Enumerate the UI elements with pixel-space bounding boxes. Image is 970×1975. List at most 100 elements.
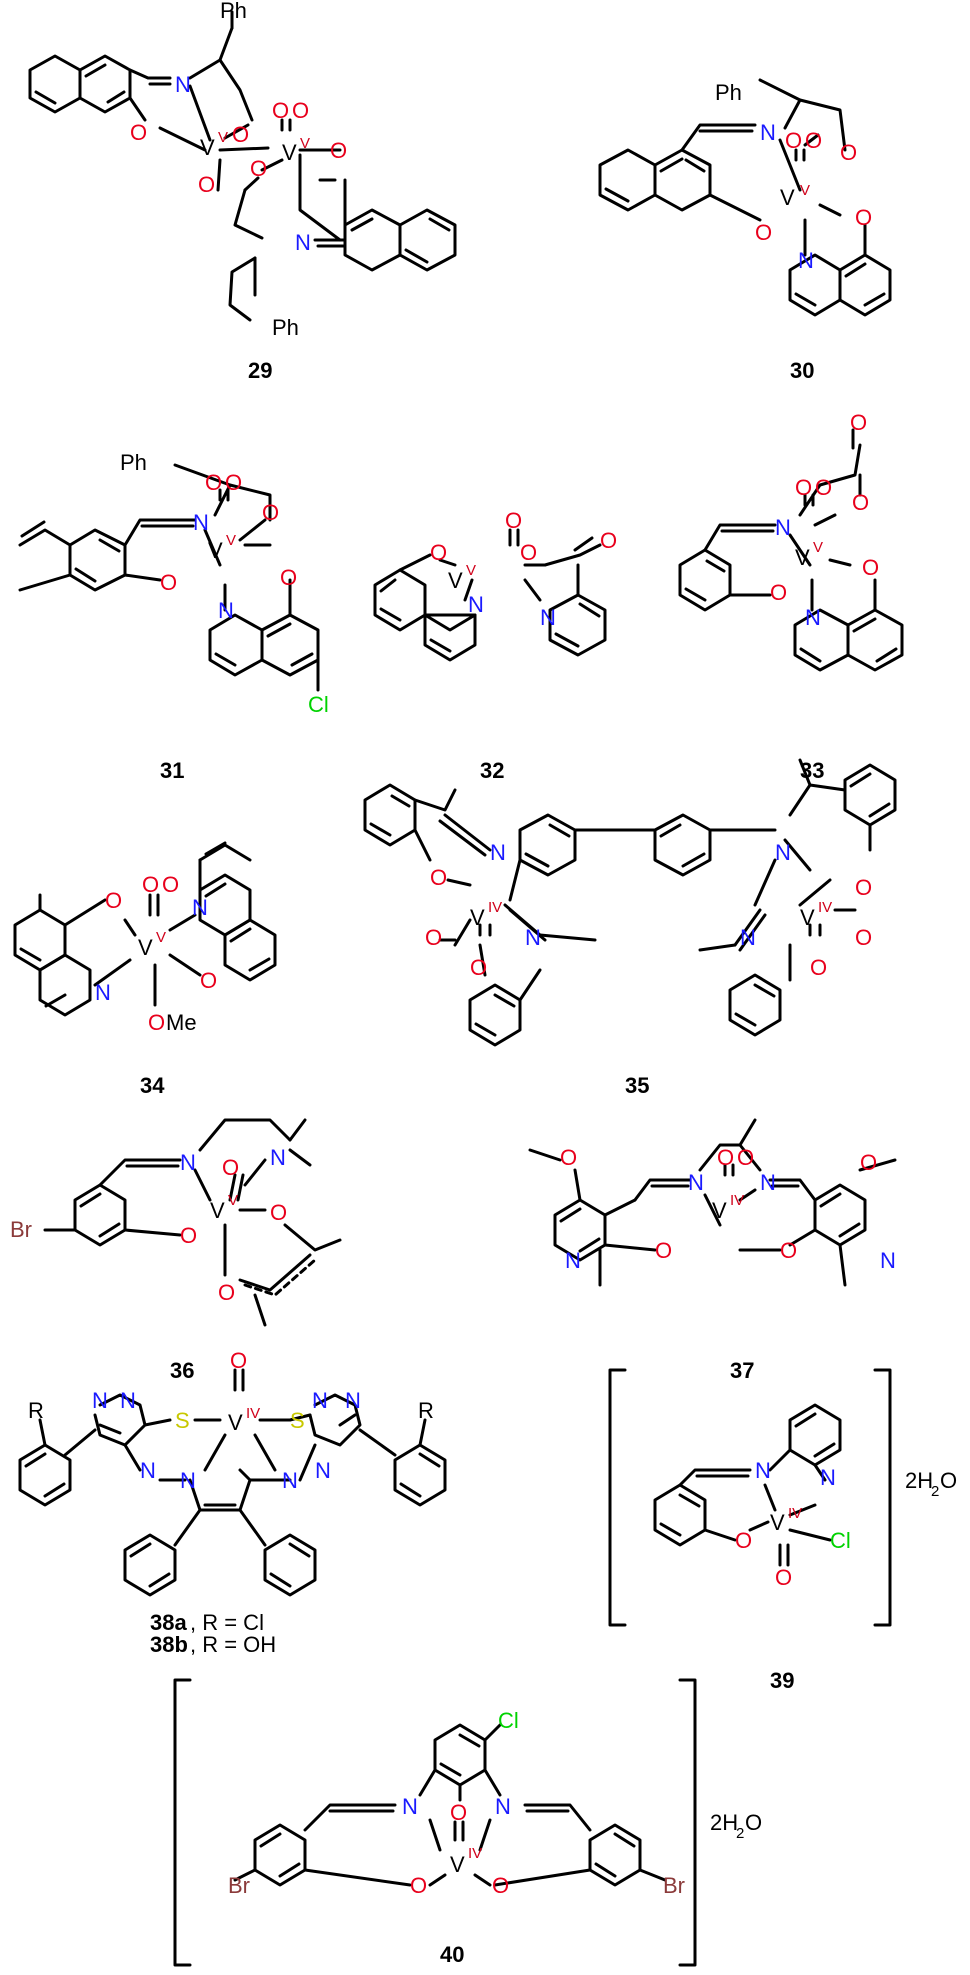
atom-Br: Br: [663, 1873, 685, 1898]
atom-N: N: [820, 1465, 836, 1490]
atom-Cl: Cl: [498, 1708, 519, 1733]
atom-O: O: [218, 1280, 235, 1305]
atom-O: O: [470, 955, 487, 980]
atom-N: N: [540, 605, 556, 630]
compound-30: Ph N O V V O O O O N 30: [598, 78, 892, 383]
atom-N: N: [775, 515, 791, 540]
atom-O: O: [770, 580, 787, 605]
atom-O: O: [270, 1200, 287, 1225]
atom-O: O: [450, 1800, 467, 1825]
compound-36: Br N N O V V O O O 36: [10, 1118, 342, 1383]
atom-N: N: [140, 1458, 156, 1483]
atom-O: O: [232, 122, 249, 147]
atom-Cl: Cl: [830, 1528, 851, 1553]
atom-O: O: [160, 570, 177, 595]
compound-37: O N N O V IV O O N O O N 37: [528, 1118, 897, 1383]
atom-V: V: [770, 1510, 785, 1535]
compound-number: 31: [160, 758, 184, 783]
atom-V: V: [208, 538, 223, 563]
ox-state: IV: [818, 899, 832, 916]
atom-O: O: [425, 925, 442, 950]
compound-number: 36: [170, 1358, 194, 1383]
svg-text:O: O: [940, 1468, 957, 1493]
atom-N: N: [95, 980, 111, 1005]
atom-R: R: [28, 1398, 44, 1423]
atom-V: V: [138, 935, 153, 960]
atom-V: V: [448, 568, 463, 593]
atom-Me: Me: [166, 1010, 197, 1035]
atom-O: O: [795, 475, 812, 500]
atom-O: O: [717, 1145, 734, 1170]
atom-V: V: [200, 135, 215, 160]
atom-O: O: [855, 875, 872, 900]
atom-O: O: [148, 1010, 165, 1035]
atom-N: N: [402, 1794, 418, 1819]
atom-Ph: Ph: [220, 0, 247, 23]
atom-O: O: [250, 156, 267, 181]
svg-text:2: 2: [931, 1483, 939, 1500]
atom-N: N: [193, 510, 209, 535]
atom-N: N: [312, 1388, 328, 1413]
ox-state: IV: [488, 899, 502, 916]
atom-O: O: [198, 172, 215, 197]
atom-O: O: [840, 140, 857, 165]
atom-V: V: [470, 905, 485, 930]
atom-O: O: [222, 1155, 239, 1180]
atom-N: N: [760, 1170, 776, 1195]
atom-O: O: [262, 500, 279, 525]
compound-31: Ph N O V V O O O O N Cl 31: [18, 450, 329, 783]
compound-40: Cl N N O V IV O O Br Br 2H 2 O 40: [173, 1678, 762, 1967]
atom-O: O: [862, 555, 879, 580]
ox-state: IV: [788, 1505, 802, 1522]
atom-N: N: [755, 1458, 771, 1483]
atom-N: N: [565, 1248, 581, 1273]
compound-number: 32: [480, 758, 504, 783]
atom-O: O: [430, 540, 447, 565]
atom-N: N: [760, 120, 776, 145]
compound-39: N N O V IV Cl O 2H 2 O 39: [608, 1368, 957, 1693]
atom-V: V: [450, 1852, 465, 1877]
compound-number: 30: [790, 358, 814, 383]
atom-O: O: [850, 410, 867, 435]
ox-state: V: [226, 532, 236, 549]
ox-state: IV: [246, 1405, 260, 1422]
atom-O: O: [162, 872, 179, 897]
atom-O: O: [860, 1150, 877, 1175]
compound-34: O N V V O O N O O Me 34: [13, 841, 277, 1098]
atom-V: V: [800, 905, 815, 930]
atom-N: N: [295, 230, 311, 255]
atom-O: O: [805, 128, 822, 153]
atom-N: N: [192, 895, 208, 920]
atom-O: O: [560, 1145, 577, 1170]
compound-number: 35: [625, 1073, 649, 1098]
hydrate-40: 2H 2 O: [710, 1810, 762, 1842]
atom-O: O: [180, 1223, 197, 1248]
atom-O: O: [272, 98, 289, 123]
atom-N: N: [270, 1145, 286, 1170]
atom-Ph: Ph: [120, 450, 147, 475]
ox-state: V: [218, 129, 228, 146]
atom-N: N: [120, 1388, 136, 1413]
compound-number: 34: [140, 1073, 165, 1098]
atom-O: O: [205, 470, 222, 495]
atom-N: N: [180, 1468, 196, 1493]
ox-state: V: [813, 539, 823, 556]
atom-R: R: [418, 1398, 434, 1423]
atom-O: O: [230, 1348, 247, 1373]
atom-O: O: [600, 528, 617, 553]
compound-38a-label: 38a: [150, 1610, 187, 1635]
compound-38a-substituent: , R = Cl: [190, 1610, 264, 1635]
ox-state: IV: [730, 1192, 744, 1209]
atom-N: N: [805, 605, 821, 630]
atom-O: O: [105, 888, 122, 913]
svg-text:O: O: [745, 1810, 762, 1835]
atom-N: N: [315, 1458, 331, 1483]
svg-text:2: 2: [736, 1825, 744, 1842]
atom-V: V: [210, 1198, 225, 1223]
ox-state: V: [466, 562, 476, 579]
svg-text:2H: 2H: [905, 1468, 933, 1493]
atom-O: O: [755, 220, 772, 245]
atom-O: O: [225, 470, 242, 495]
compound-29: O N V V O O Ph O O V V O O N Ph 29: [28, 0, 457, 383]
